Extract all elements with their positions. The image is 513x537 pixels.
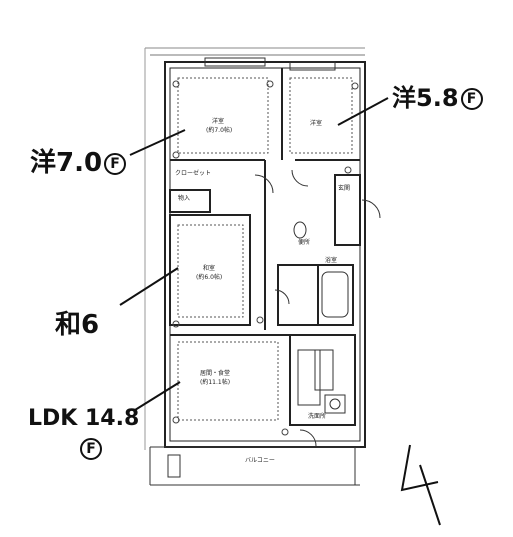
annotation-ldk: LDK 14.8	[28, 408, 139, 430]
label-washroom: 洗面所	[308, 412, 326, 420]
annotation-pointers	[119, 97, 441, 526]
annotation-western-58-mark: F	[460, 88, 483, 110]
label-japanese-room: 和室	[203, 264, 215, 272]
direction-mark: 4	[470, 500, 471, 501]
label-bath: 浴室	[325, 256, 337, 264]
label-storage: 物入	[178, 194, 190, 202]
label-balcony: バルコニー	[245, 457, 275, 464]
annotation-ldk-label: LDK 14.8	[28, 406, 140, 431]
label-closet: クローゼット	[175, 169, 211, 177]
label-living: 居間・食堂	[200, 369, 230, 377]
annotation-western-58-label: 洋5.8	[392, 84, 459, 112]
balcony-area	[149, 446, 360, 486]
annotation-japanese-6-label: 和6	[55, 310, 100, 340]
label-bedroom2: 洋室	[310, 119, 322, 127]
annotation-japanese-6: 和6	[55, 312, 99, 338]
label-bedroom1-size: (約7.0帖)	[206, 126, 232, 134]
label-japanese-size: (約6.0帖)	[196, 273, 222, 281]
annotation-ldk-mark-wrap: F	[78, 438, 102, 460]
label-toilet: 便所	[298, 238, 310, 246]
room-partitions	[169, 68, 361, 426]
annotation-ldk-mark: F	[80, 438, 102, 460]
label-entrance: 玄関	[338, 184, 350, 192]
label-living-size: (約11.1帖)	[200, 378, 230, 386]
annotation-western-7-label: 洋7.0	[30, 148, 103, 178]
label-bedroom1: 洋室	[212, 117, 224, 125]
annotation-western-7-mark: F	[104, 152, 127, 175]
